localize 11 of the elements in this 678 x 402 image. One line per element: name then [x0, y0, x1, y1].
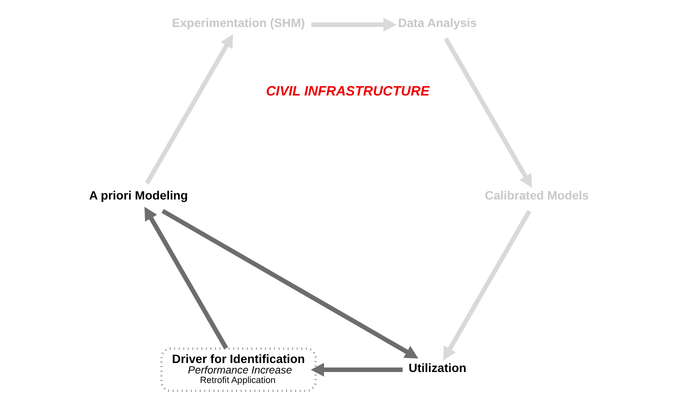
arrow: [443, 37, 532, 188]
node-text: A priori Modeling: [88, 188, 188, 202]
arrow: [310, 18, 396, 32]
arrow: [310, 362, 402, 377]
arrow: [144, 34, 233, 185]
arrow: [161, 208, 418, 359]
label: CIVIL INFRASTRUCTURE: [265, 83, 430, 98]
node-box: Driver for Identification Performance Increase Retrofit Application: [160, 347, 316, 392]
arrow: [144, 206, 228, 350]
node-text: Utilization: [408, 360, 466, 375]
arrow: [442, 210, 531, 360]
